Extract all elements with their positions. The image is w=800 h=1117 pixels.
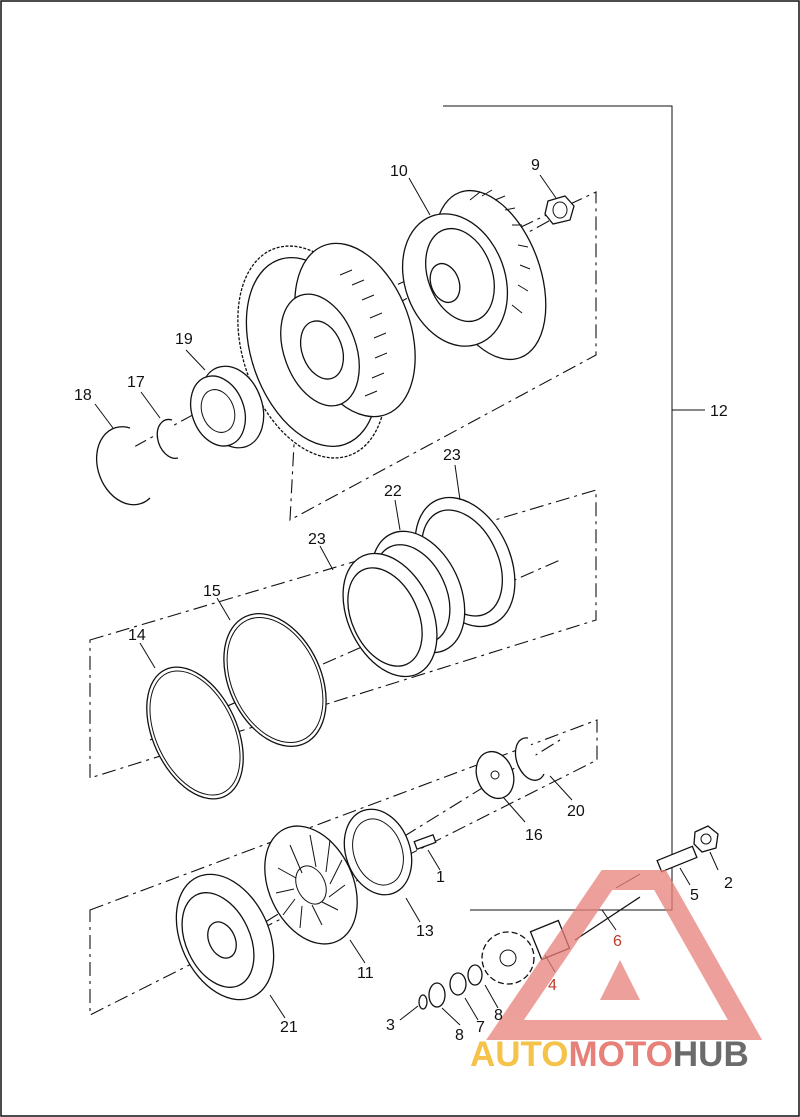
part-retaining-ring-large: [95, 426, 151, 506]
callout-14: 14: [128, 627, 146, 644]
part-hub-nut: [544, 195, 575, 225]
callout-labels: 1 2 3 4 5 6 7 8 8 9 10 11 12 13 14 15 16…: [74, 157, 733, 1044]
part-adjuster-plate: [475, 750, 515, 800]
watermark-word-auto: AUTO: [470, 1035, 569, 1074]
part-washer-8-left: [428, 982, 446, 1008]
part-o-ring-15: [223, 612, 327, 748]
part-clutch-hub: [401, 189, 547, 361]
watermark-logo: [486, 870, 763, 1040]
callout-18: 18: [74, 387, 92, 404]
callout-22: 22: [384, 483, 402, 500]
watermark-triangle-inner: [600, 960, 640, 1000]
callout-10: 10: [390, 163, 408, 180]
callout-11: 11: [357, 965, 374, 982]
watermark-word-moto: MOTO: [569, 1035, 673, 1074]
callout-7: 7: [476, 1019, 485, 1036]
callout-8-right: 8: [494, 1007, 503, 1024]
part-bolt: [413, 833, 437, 851]
callout-15: 15: [203, 583, 221, 600]
part-bearing: [189, 365, 265, 449]
callout-1: 1: [436, 869, 445, 886]
part-clutch-shell: [237, 242, 416, 459]
part-pushrod-end: [656, 845, 698, 873]
watermark-triangle: [486, 870, 763, 1040]
callout-12: 12: [710, 403, 728, 420]
part-o-ring-14: [146, 666, 244, 800]
leader-lines: [94, 174, 719, 1026]
part-pressure-plate: [175, 873, 275, 1001]
callout-2: 2: [724, 875, 733, 892]
callout-20: 20: [567, 803, 585, 820]
part-friction-plate-front: [342, 552, 438, 678]
part-thrust-bearing-7: [449, 972, 467, 996]
part-snap-ring: [514, 737, 545, 781]
callout-8-left: 8: [455, 1027, 464, 1044]
callout-9: 9: [531, 157, 540, 174]
callout-21: 21: [280, 1019, 298, 1036]
callout-17: 17: [127, 374, 145, 391]
callout-23-front: 23: [308, 531, 326, 548]
callout-4: 4: [548, 977, 557, 994]
part-retaining-ring-small: [156, 418, 179, 459]
part-diaphragm-spring: [264, 825, 358, 945]
callout-6: 6: [613, 933, 622, 950]
assembly-bracket: [443, 105, 673, 911]
callout-13: 13: [416, 923, 434, 940]
part-spring-retainer: [343, 808, 413, 896]
group-outline-bottom: [89, 719, 598, 1016]
part-washer-8-right: [467, 964, 483, 986]
part-ring-3: [418, 994, 428, 1010]
callout-19: 19: [175, 331, 193, 348]
callout-16: 16: [525, 827, 543, 844]
watermark-word-hub: HUB: [673, 1035, 749, 1074]
callout-3: 3: [386, 1017, 395, 1034]
callout-5: 5: [690, 887, 699, 904]
part-locknut: [693, 825, 719, 853]
callout-23-back: 23: [443, 447, 461, 464]
watermark-text: AUTOMOTOHUB: [470, 1035, 749, 1074]
